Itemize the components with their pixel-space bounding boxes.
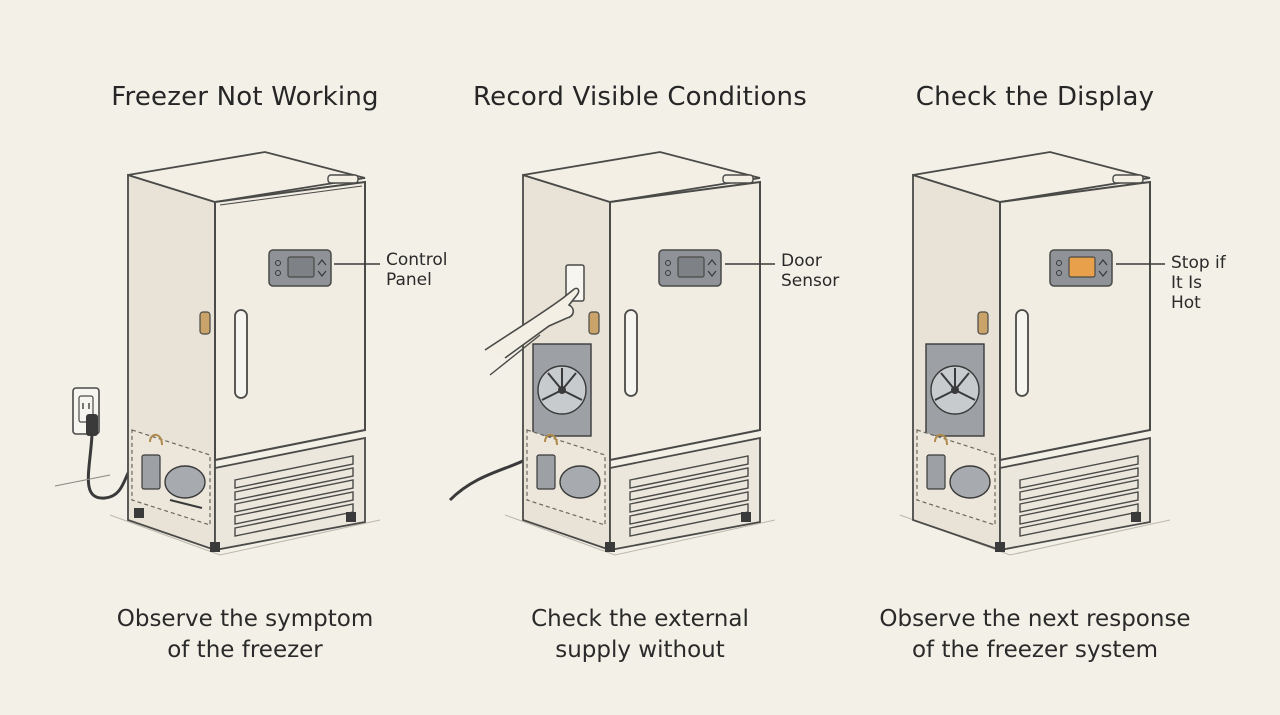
door-sensor-icon (588, 311, 600, 335)
freezer-door[interactable] (999, 180, 1151, 462)
door-handle[interactable] (1015, 309, 1029, 397)
compressor-icon (926, 433, 991, 499)
floor-shadow (504, 514, 776, 556)
freezer-door[interactable] (609, 180, 761, 462)
cabinet-top (127, 151, 366, 203)
cabinet-top (522, 151, 761, 203)
step-1-title: Freezer Not Working (111, 82, 379, 112)
lower-housing (214, 436, 366, 552)
hinge (327, 174, 359, 184)
callout-line: Stop if (1171, 253, 1226, 273)
door-sensor-callout: Door Sensor (781, 251, 839, 291)
callout-line: It Is Hot (1171, 273, 1202, 313)
control-panel-callout: Control Panel (386, 250, 447, 290)
floor-shadow (109, 514, 381, 556)
floor-line (54, 474, 111, 487)
step-2-caption: Check the external supply without (445, 604, 835, 666)
compressor-icon (141, 433, 206, 509)
step-2-title: Record Visible Conditions (473, 82, 807, 112)
foot (134, 508, 144, 518)
control-panel-icon[interactable] (268, 249, 332, 287)
freezer-illustration-1 (54, 151, 381, 556)
step-3-title: Check the Display (915, 82, 1155, 112)
stop-if-hot-callout: Stop if It Is Hot (1171, 253, 1230, 313)
foot (346, 512, 356, 522)
step-panel-3: Check the Display (840, 0, 1230, 715)
caption-line: supply without (555, 637, 725, 663)
fan-icon (532, 343, 592, 437)
door-handle[interactable] (624, 309, 638, 397)
step-1-caption: Observe the symptom of the freezer (50, 604, 440, 666)
door-handle[interactable] (234, 309, 248, 399)
foot (1131, 512, 1141, 522)
callout-line: Control (386, 250, 448, 270)
caption-line: of the freezer (167, 637, 323, 663)
cabinet-top (912, 151, 1151, 203)
arm-line (489, 334, 541, 376)
lower-housing (609, 436, 761, 552)
display-hot (1068, 256, 1096, 278)
callout-line: Sensor (781, 271, 840, 291)
hand-icon (484, 287, 580, 359)
callout-line: Door (781, 251, 822, 271)
foot (995, 542, 1005, 552)
hinge (722, 174, 754, 184)
caption-line: Observe the next response (879, 606, 1191, 632)
freezer-illustration-3 (899, 151, 1171, 556)
step-panel-1: Freezer Not Working (50, 0, 447, 715)
lower-housing (999, 436, 1151, 552)
foot (605, 542, 615, 552)
vent-grille (1019, 455, 1139, 537)
step-3-caption: Observe the next response of the freezer… (840, 604, 1230, 666)
door-edge (219, 185, 363, 206)
fan-icon (925, 343, 985, 437)
hinge (1112, 174, 1144, 184)
control-panel-icon[interactable] (658, 249, 722, 287)
compressor-icon (536, 433, 601, 499)
vent-grille (629, 455, 749, 537)
power-cord (448, 458, 526, 502)
callout-line: Panel (386, 270, 432, 290)
caption-line: Observe the symptom (116, 606, 374, 632)
control-panel-icon[interactable] (1049, 249, 1113, 287)
freezer-illustration-2 (448, 151, 776, 556)
wall-outlet-icon (72, 387, 100, 436)
foot (741, 512, 751, 522)
foot (210, 542, 220, 552)
caption-line: of the freezer system (911, 637, 1159, 663)
step-panel-2: Record Visible Conditions (445, 0, 839, 715)
door-sensor-icon (199, 311, 211, 335)
door-sensor-icon (977, 311, 989, 335)
caption-line: Check the external (531, 606, 749, 632)
